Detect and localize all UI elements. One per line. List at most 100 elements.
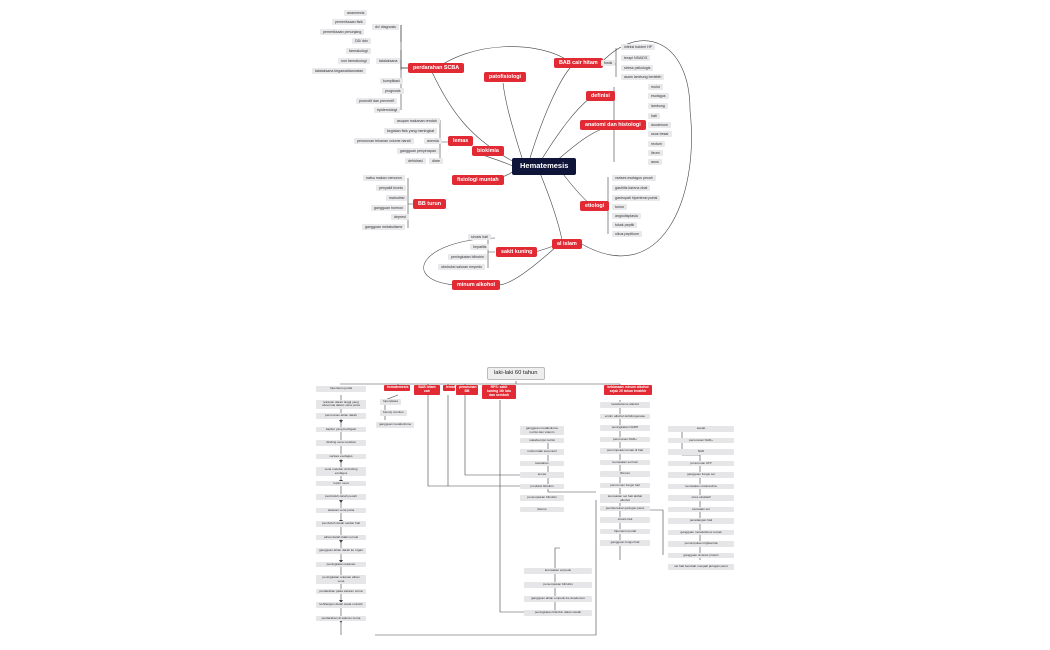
root-patient[interactable]: laki-laki 60 tahun [487,367,545,380]
category-bab-hitam[interactable]: BAB hitam cair [414,385,440,395]
alcohol-box-11[interactable]: hipertensi portal [600,528,650,535]
node-farmakologi[interactable]: farmakologi [346,48,371,55]
node-infeksi-hp[interactable]: infeksi bakteri HP [621,44,655,51]
alcohol-box-3[interactable]: penurunan NAD+ [600,436,650,443]
node-sirosis-hati[interactable]: sirosis hati [468,234,491,241]
node-stress-psikologis[interactable]: stress psikologis [621,65,654,72]
chain-box-0[interactable]: hipertensi portal [316,386,366,392]
node-terapi-nsaids[interactable]: terapi NSAIDS [621,55,651,62]
node-komplikasi[interactable]: komplikasi [380,78,403,85]
alcohol-box-2[interactable]: peningkatan NADH [600,425,650,431]
right-box-9[interactable]: gangguan metabolisme lemak [668,529,734,536]
node-penurunan-tekanan[interactable]: penurunan tekanan volume darah [354,138,414,145]
mid-box-0[interactable]: gangguan metabolisme nutrisi dan vitamin [520,426,564,436]
category-kebiasaan-alkohol[interactable]: kebiasaan minum alkohol sejak 20 tahun t… [604,385,652,395]
node-ulkus-peptikum[interactable]: ulkus peptikum [612,231,642,238]
mid-box-3[interactable]: kelelahan [520,460,564,467]
node-prognosis[interactable]: prognosis [382,88,404,95]
right-box-11[interactable]: gangguan sintesis protein [668,552,734,559]
chain-box-8[interactable]: pembuluh darah pecah [316,494,366,500]
chain-box-16[interactable]: kehilangan darah lewat muntah [316,602,366,608]
node-dx-diagnosis[interactable]: dx/ diagnosis [372,24,399,31]
branch-etiologi[interactable]: etiologi [580,201,610,212]
branch-bab-cair-hitam[interactable]: BAB cair hitam [554,58,603,69]
node-dehidrasi[interactable]: dehidrasi [405,158,426,165]
branch-perdarahan-scba[interactable]: perdarahan SCBA [408,63,465,74]
central-topic[interactable]: Hematemesis [512,158,577,175]
node-mulut[interactable]: mulut [648,84,663,91]
left-box-bloody-vomitus[interactable]: bloody vomitus [380,410,407,416]
mid-box-4[interactable]: lemas [520,472,564,478]
node-varises-esofagus[interactable]: varises esofagus pecah [612,175,656,182]
node-angiodisplasia[interactable]: angiodisplasia [612,213,641,220]
node-tatalaksana-kegawatdaruratan[interactable]: tatalaksana kegawatdaruratan [312,68,367,75]
node-non-farmakologi[interactable]: non farmakologi [338,58,370,65]
right-box-0[interactable]: asetat [668,426,734,432]
alcohol-box-6[interactable]: fibrosis [600,471,650,477]
node-depresi[interactable]: depresi [391,214,409,221]
node-hati[interactable]: hati [648,113,660,120]
branch-biokimia[interactable]: biokimia [472,146,504,157]
right-box-2[interactable]: NAD [668,449,734,455]
node-asam-lambung[interactable]: asam lambung berlebih [621,74,665,81]
right-box-6[interactable]: stres oksidatif [668,495,734,501]
alcohol-box-7[interactable]: penurunan fungsi hati [600,482,650,489]
node-kegiatan-fisik[interactable]: kegiatan fisik yang meningkat [384,128,438,135]
node-gangguan-hormon[interactable]: gangguan hormon [371,205,407,212]
node-asupan-rendah[interactable]: asupan makanan rendah [394,118,440,125]
bottom-box-1[interactable]: penumpukan bilirubin [524,582,592,588]
category-hematemesis[interactable]: hematemesis [384,385,410,391]
chain-box-1[interactable]: tekanan darah tinggi yang abnormal dalam… [316,399,366,409]
node-penyakit-kronis[interactable]: penyakit kronis [376,185,406,192]
mid-box-5[interactable]: produksi bilirubin [520,483,564,490]
right-box-8[interactable]: peradangan hati [668,518,734,524]
chain-box-14[interactable]: peningkatan tekanan aliran vena [316,575,366,585]
node-gangguan-metabolisme[interactable]: gangguan metabolisme [362,224,406,231]
left-box-gangguan-metabolisme[interactable]: gangguan metabolisme [376,422,415,428]
chain-box-12[interactable]: gangguan aliran darah ke organ [316,548,366,554]
right-box-10[interactable]: penumpukan trigliserida [668,541,734,547]
branch-al-islam[interactable]: al islam [552,239,582,250]
right-box-3[interactable]: penurunan ATP [668,460,734,467]
node-rectum[interactable]: rectum [648,141,665,148]
node-gastritis[interactable]: gastritis karena obat [612,185,651,192]
node-pemeriksaan-penunjang[interactable]: pemeriksaan penunjang [320,29,365,36]
alcohol-box-12[interactable]: gangguan fungsi hati [600,540,650,546]
left-box-hiperplasia[interactable]: hiperplasia [380,399,401,405]
chain-box-5[interactable]: varises esofagus [316,453,366,460]
chain-box-10[interactable]: pembuluh darah sekitar hati [316,521,366,527]
mid-box-1[interactable]: malabsorpsi nutrisi [520,437,564,444]
node-gastropati[interactable]: gastropati hipertensi portal [612,195,661,202]
node-tukak-peptik[interactable]: tukak peptik [612,222,638,229]
branch-lemas[interactable]: lemas [448,136,474,147]
branch-bb-turun[interactable]: BB turun [413,199,447,210]
node-tumor[interactable]: tumor [612,204,628,211]
node-ileum[interactable]: ileum [648,150,663,157]
bottom-box-2[interactable]: gangguan aliran empedu ke duodenum [524,596,592,602]
node-nafsu-makan[interactable]: nafsu makan menurun [363,175,405,182]
chain-box-4[interactable]: dinding vena melebar [316,440,366,446]
right-box-7[interactable]: kematian sel [668,506,734,513]
right-box-1[interactable]: penurunan NAD+ [668,437,734,444]
node-lambung[interactable]: lambung [648,103,668,110]
node-pemeriksaan-fisik[interactable]: pemeriksaan fisik [332,19,366,26]
node-hepatitis[interactable]: hepatitis [470,244,490,251]
right-box-4[interactable]: gangguan fungsi sel [668,472,734,478]
chain-box-7[interactable]: ruptur vena [316,480,366,487]
node-peningkatan-bilirubin[interactable]: peningkatan bilirubin [448,254,487,261]
node-obstruksi-empedu[interactable]: obstruksi saluran empedu [438,264,486,271]
branch-fisiologi-muntah[interactable]: fisiologi muntah [452,175,504,186]
node-duodenum[interactable]: duodenum [648,122,671,129]
node-anemia[interactable]: anemia [424,138,442,145]
bottom-box-0[interactable]: kerusakan empedu [524,568,592,574]
branch-definisi[interactable]: definisi [586,91,615,102]
chain-box-13[interactable]: peningkatan tekanan [316,561,366,568]
bottom-box-3[interactable]: peningkatan bilirubin dalam darah [524,610,592,616]
branch-patofisiologi[interactable]: patofisiologi [484,72,527,83]
chain-box-15[interactable]: perdarahan pada saluran cerna [316,588,366,595]
chain-box-6[interactable]: vena melebar di dinding esofagus [316,467,366,477]
alcohol-box-10[interactable]: sirosis hati [600,517,650,523]
alcohol-box-9[interactable]: pembentukan jaringan parut [600,505,650,512]
branch-anatomi-histologi[interactable]: anatomi dan histologi [580,120,646,131]
node-malnutrisi[interactable]: malnutrisi [386,195,408,202]
